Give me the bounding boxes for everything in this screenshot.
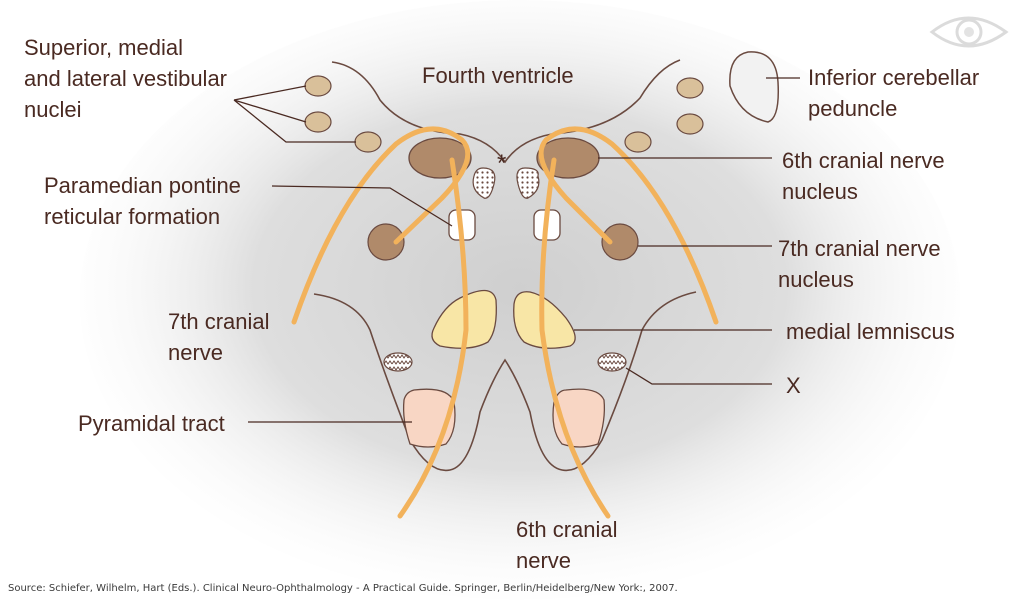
label-sixth-nucleus-line1: 6th cranial nerve (782, 148, 945, 173)
label-pprf: Paramedian pontine reticular formation (44, 170, 241, 232)
label-inferior-cerebellar-peduncle: Inferior cerebellar peduncle (808, 62, 979, 124)
seventh-nerve-nucleus-right (601, 223, 639, 261)
vestibular-nucleus-right-1 (676, 77, 704, 99)
label-seventh-cranial-nerve: 7th cranial nerve (168, 306, 270, 368)
label-vestibular-line3: nuclei (24, 97, 82, 122)
leader-x (625, 367, 772, 385)
label-sixth-nucleus-line2: nucleus (782, 179, 858, 204)
label-sixth-cranial-nerve: 6th cranial nerve (516, 514, 618, 576)
label-seventh-nucleus-line2: nucleus (778, 267, 854, 292)
x-structure-right (597, 352, 627, 372)
label-vestibular-nuclei: Superior, medial and lateral vestibular … (24, 32, 264, 125)
label-inferior-cerebellar-line1: Inferior cerebellar (808, 65, 980, 90)
label-seventh-nerve-line1: 7th cranial (168, 309, 270, 334)
leader-pprf (271, 185, 453, 227)
label-pprf-line2: reticular formation (44, 204, 221, 229)
vestibular-nucleus-medial (304, 111, 332, 133)
leader-lines (233, 77, 800, 423)
label-pyramidal-tract: Pyramidal tract (78, 411, 225, 436)
inferior-cerebellar-peduncle (729, 51, 780, 123)
label-x: X (786, 373, 801, 398)
sixth-nerve-fiber-left (397, 157, 469, 519)
label-seventh-nucleus-line1: 7th cranial nerve (778, 236, 941, 261)
label-sixth-nerve-line1: 6th cranial (516, 517, 618, 542)
vestibular-nucleus-right-2 (676, 113, 704, 135)
label-medial-lemniscus: medial lemniscus (786, 319, 955, 344)
label-inferior-cerebellar-line2: peduncle (808, 96, 898, 121)
mlf-right (516, 167, 540, 199)
mlf-left (472, 167, 496, 199)
x-structure-left (383, 352, 413, 372)
asterisk-marker: * (497, 150, 507, 177)
vestibular-nucleus-right-3 (624, 131, 652, 153)
brainstem-upper-outline (331, 59, 681, 164)
eye-icon (929, 16, 1009, 48)
sixth-nerve-fiber-right (539, 157, 611, 519)
source-citation: Source: Schiefer, Wilhelm, Hart (Eds.). … (8, 583, 678, 594)
label-vestibular-line2: and lateral vestibular (24, 66, 228, 91)
label-sixth-nerve-line2: nerve (516, 548, 572, 573)
label-fourth-ventricle: Fourth ventricle (422, 63, 574, 88)
brainstem-lower-outline (313, 291, 697, 472)
vestibular-nucleus-superior (304, 75, 332, 97)
seventh-nerve-fiber-right (538, 126, 719, 325)
label-sixth-nerve-nucleus: 6th cranial nerve nucleus (782, 145, 945, 207)
label-seventh-nerve-nucleus: 7th cranial nerve nucleus (778, 233, 941, 295)
label-seventh-nerve-line2: nerve (168, 340, 224, 365)
label-vestibular-line1: Superior, medial (24, 35, 183, 60)
vestibular-nucleus-lateral (354, 131, 382, 153)
label-pprf-line1: Paramedian pontine (44, 173, 241, 198)
seventh-nerve-fiber-left (291, 126, 471, 325)
leader-vestibular (233, 85, 356, 143)
seventh-nerve-nucleus-left (367, 223, 405, 261)
